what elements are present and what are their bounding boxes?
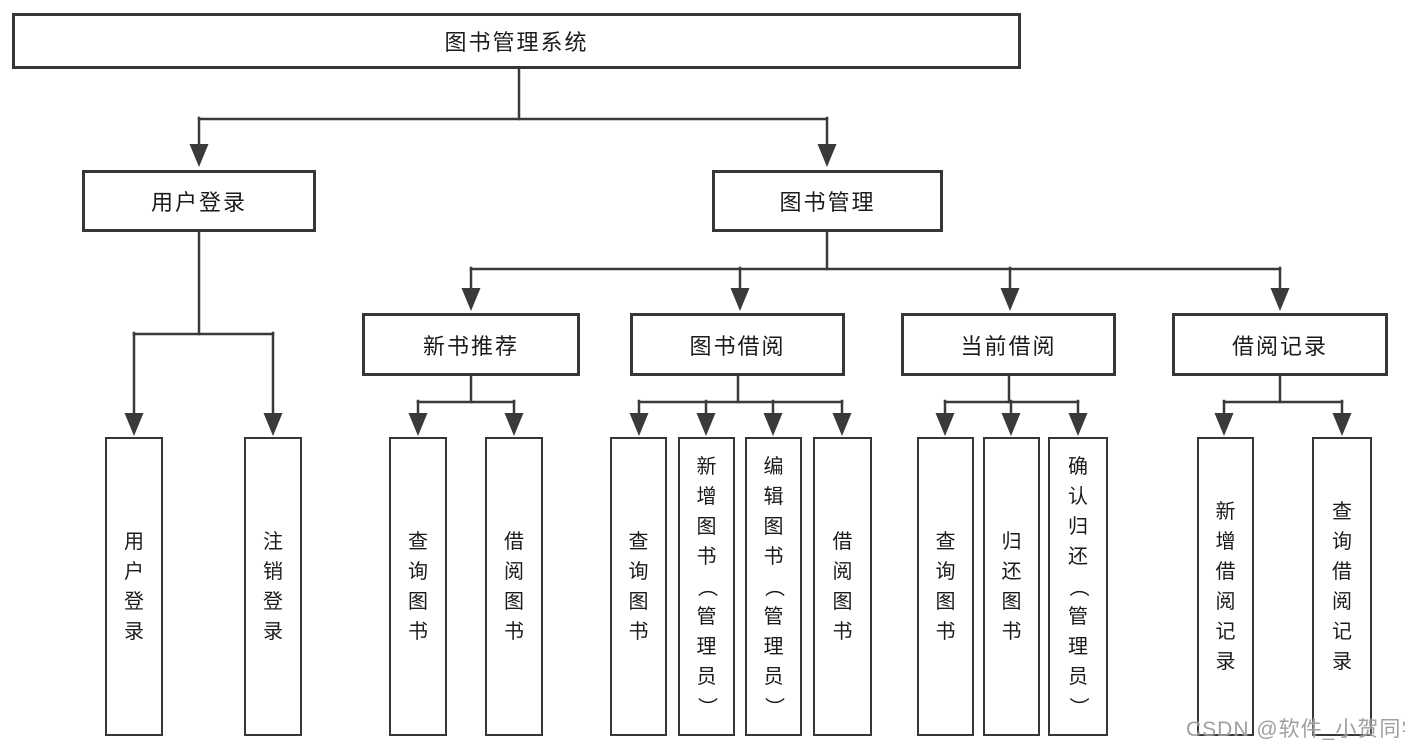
leaf-return-book: 归还图书 — [983, 437, 1040, 736]
node-current-borrow-label: 当前借阅 — [960, 333, 1057, 359]
leaf-query-borrow-record: 查询借阅记录 — [1312, 437, 1372, 736]
connector-borrow-records-branch — [1214, 374, 1352, 436]
leaf-user-login: 用户登录 — [105, 437, 163, 736]
node-book-borrow: 图书借阅 — [630, 313, 845, 376]
leaf-query-borrow-record-label: 查询借阅记录 — [1332, 500, 1352, 673]
connector-book-borrow-branch — [629, 374, 852, 436]
leaf-add-book-admin: 新增图书（管理员） — [678, 437, 735, 736]
connector-current-borrow-branch — [935, 374, 1088, 436]
node-book-borrow-label: 图书借阅 — [689, 333, 786, 359]
node-new-book-recommend-label: 新书推荐 — [422, 333, 519, 359]
leaf-logout: 注销登录 — [244, 437, 302, 736]
node-book-management-label: 图书管理 — [779, 190, 876, 215]
leaf-confirm-return-admin: 确认归还（管理员） — [1048, 437, 1108, 736]
node-borrow-records-label: 借阅记录 — [1231, 333, 1328, 359]
node-user-login: 用户登录 — [82, 170, 316, 232]
leaf-confirm-return-admin-label: 确认归还（管理员） — [1067, 455, 1089, 717]
leaf-user-login-label: 用户登录 — [124, 530, 144, 643]
leaf-edit-book-admin-label: 编辑图书（管理员） — [762, 455, 785, 717]
node-user-login-label: 用户登录 — [150, 190, 247, 215]
node-book-management: 图书管理 — [712, 170, 943, 232]
leaf-edit-book-admin: 编辑图书（管理员） — [745, 437, 802, 736]
leaf-borrow-books-2-label: 借阅图书 — [832, 530, 853, 643]
connector-root-to-level2 — [189, 66, 837, 167]
connector-new-book-recommend-branch — [408, 374, 524, 436]
leaf-return-book-label: 归还图书 — [1001, 530, 1022, 643]
leaf-borrow-books-2: 借阅图书 — [813, 437, 872, 736]
node-new-book-recommend: 新书推荐 — [362, 313, 580, 376]
leaf-add-borrow-record: 新增借阅记录 — [1197, 437, 1254, 736]
leaf-add-book-admin-label: 新增图书（管理员） — [695, 455, 718, 717]
csdn-watermark: CSDN @软件_小贺同学 — [1186, 718, 1405, 741]
node-current-borrow: 当前借阅 — [901, 313, 1116, 376]
connector-book-management-to-level3 — [461, 230, 1290, 311]
node-root-label: 图书管理系统 — [444, 30, 589, 55]
node-root: 图书管理系统 — [12, 13, 1021, 69]
leaf-query-books-current: 查询图书 — [917, 437, 974, 736]
connector-user-login-branch — [124, 230, 283, 436]
leaf-borrow-books-recommend: 借阅图书 — [485, 437, 543, 736]
leaf-query-books-recommend: 查询图书 — [389, 437, 447, 736]
leaf-add-borrow-record-label: 新增借阅记录 — [1215, 500, 1236, 673]
leaf-query-books-current-label: 查询图书 — [935, 530, 956, 643]
leaf-logout-label: 注销登录 — [263, 530, 283, 643]
node-borrow-records: 借阅记录 — [1172, 313, 1388, 376]
leaf-borrow-books-recommend-label: 借阅图书 — [504, 530, 524, 643]
leaf-query-books-borrow: 查询图书 — [610, 437, 667, 736]
leaf-query-books-recommend-label: 查询图书 — [408, 530, 428, 643]
leaf-query-books-borrow-label: 查询图书 — [628, 530, 649, 643]
